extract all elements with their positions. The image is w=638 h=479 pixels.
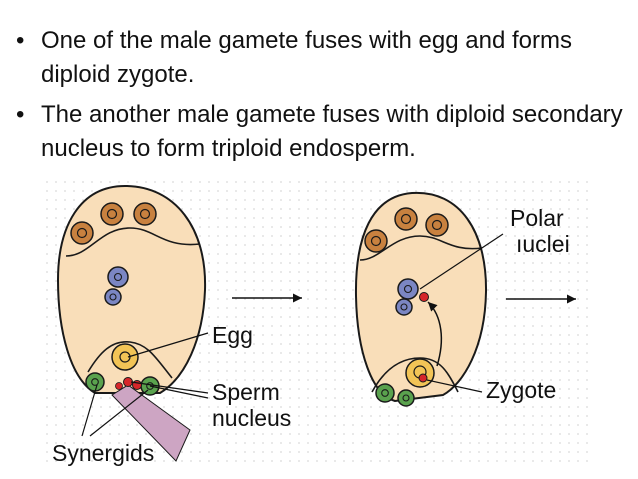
zygote-label: Zygote xyxy=(486,377,556,403)
zygote-leader-line xyxy=(426,379,483,393)
synergid-leader-line-2 xyxy=(89,389,149,437)
synergid-leader-line-1 xyxy=(81,384,98,437)
sperm-label-line2: nucleus xyxy=(212,405,291,431)
synergids-label: Synergids xyxy=(52,440,154,466)
embryo-sac-after-fertilization xyxy=(354,191,488,407)
egg-cell xyxy=(111,343,139,371)
bullet-list: • One of the male gamete fuses with egg … xyxy=(14,24,629,172)
zygote-cell xyxy=(405,358,435,388)
sperm-leader-line-1 xyxy=(130,381,209,394)
antipodal-cells xyxy=(364,207,449,253)
egg-label: Egg xyxy=(212,322,253,348)
sperm-label-line1: Sperm xyxy=(212,379,280,405)
bullet-marker: • xyxy=(16,27,25,54)
antipodal-boundary xyxy=(359,235,483,261)
egg-apparatus-boundary xyxy=(371,357,459,393)
antipodal-boundary xyxy=(65,227,201,257)
synergid-cells xyxy=(375,383,415,407)
embryo-sac-before-fertilization xyxy=(56,184,207,462)
bullet-marker: • xyxy=(16,101,25,128)
pollen-tube xyxy=(111,384,191,462)
bullet-item-1: • One of the male gamete fuses with egg … xyxy=(14,24,629,92)
bullet-item-2: • The another male gamete fuses with dip… xyxy=(14,98,629,166)
egg-apparatus-boundary xyxy=(87,341,173,379)
polar-nuclei xyxy=(104,266,129,306)
bullet-text: The another male gamete fuses with diplo… xyxy=(41,101,623,162)
sperm-leader-line-2 xyxy=(149,385,209,399)
polar-nuclei-with-sperm xyxy=(395,278,429,316)
sperm-path-arrow xyxy=(427,301,443,367)
egg-leader-line xyxy=(127,332,209,358)
bullet-text: One of the male gamete fuses with egg an… xyxy=(41,27,572,88)
polar-label-line2: ıuclei xyxy=(516,231,570,257)
polar-label-line1: Polar xyxy=(510,205,564,231)
antipodal-cells xyxy=(70,202,157,245)
polar-leader-line xyxy=(419,233,504,290)
